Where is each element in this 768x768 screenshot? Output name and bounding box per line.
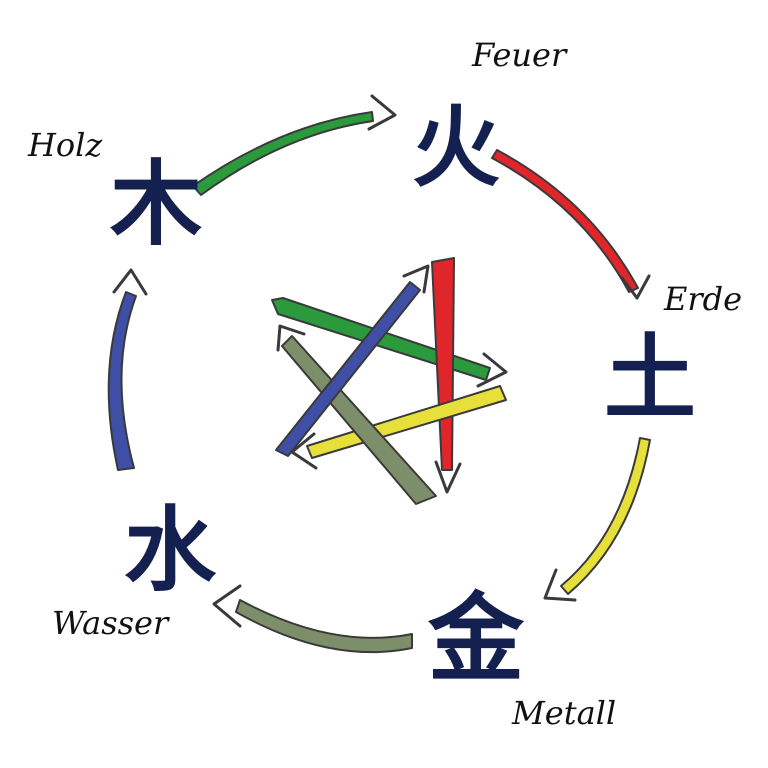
water-glyph: 水 [124, 497, 217, 604]
fire-label: Feuer [471, 36, 568, 74]
metal-glyph: 金 [427, 583, 525, 695]
water-label: Wasser [52, 604, 170, 642]
wood-label: Holz [27, 126, 103, 164]
wood-glyph: 木 [110, 151, 202, 258]
outer-arrow-water-to-wood [107, 268, 148, 471]
inner-arrow-fire-to-metal [431, 257, 462, 494]
fire-glyph: 火 [412, 96, 500, 199]
earth-glyph: 土 [604, 325, 696, 432]
inner-arrow-water-to-fire [275, 264, 430, 457]
outer-arrow-metal-to-water [212, 584, 413, 654]
metal-label: Metall [511, 694, 616, 732]
outer-arrow-fire-to-earth [491, 149, 651, 300]
outer-arrow-earth-to-metal [543, 437, 651, 602]
outer-arrow-wood-to-fire [192, 94, 397, 196]
earth-label: Erde [663, 280, 742, 318]
